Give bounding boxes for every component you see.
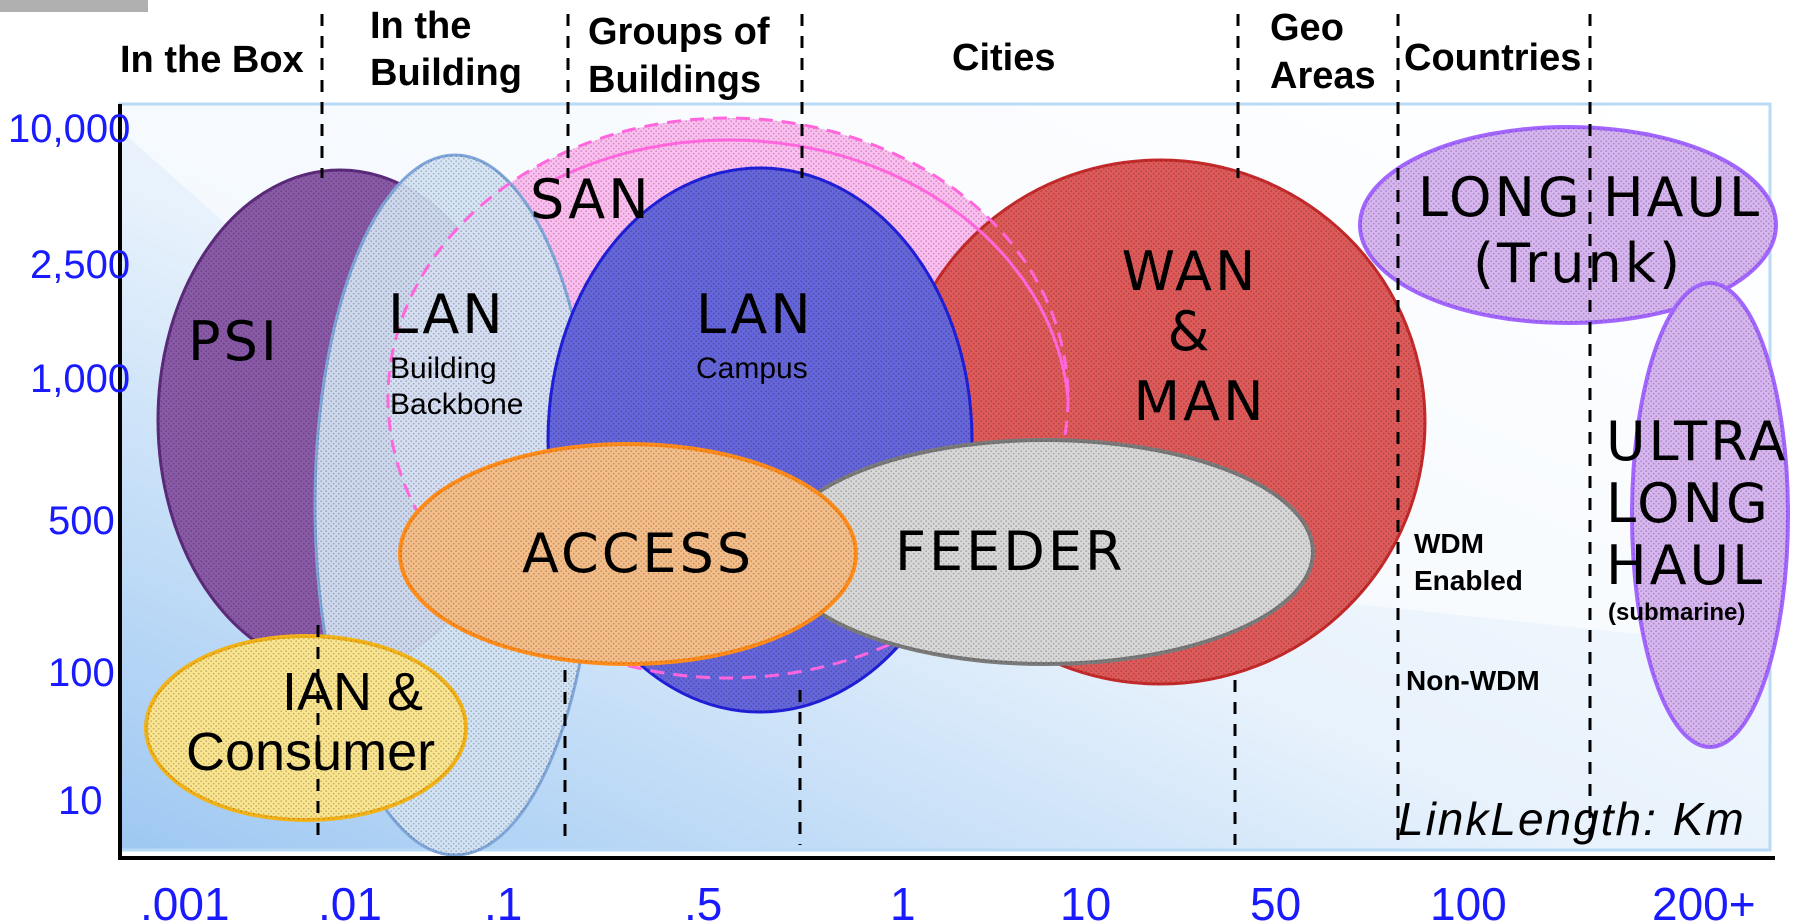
region-dividers	[316, 14, 1592, 845]
lan-campus-sub: Campus	[696, 352, 808, 385]
x-tick-001: .001	[140, 878, 230, 921]
lan-building-sub-2: Backbone	[390, 388, 523, 421]
lan-building-title: LAN	[388, 283, 506, 346]
x-tick-01: .01	[318, 878, 382, 921]
x-tick-one: 1	[890, 878, 916, 921]
x-tick-200plus: 200+	[1652, 878, 1756, 921]
y-tick-2500: 2,500	[30, 243, 130, 287]
region-geo-2: Areas	[1270, 55, 1376, 97]
ian-label-1: IAN &	[282, 662, 423, 722]
san-label: SAN	[530, 168, 652, 231]
y-tick-10: 10	[58, 779, 103, 823]
x-tick-fifty: 50	[1250, 878, 1301, 921]
x-tick-ten: 10	[1060, 878, 1111, 921]
ultra-label-2: LONG	[1606, 472, 1771, 535]
wan-label-1: WAN	[1122, 240, 1259, 303]
x-tick-hundred: 100	[1430, 878, 1507, 921]
y-tick-10000: 10,000	[8, 107, 130, 151]
x-tick-1: .1	[484, 878, 522, 921]
region-countries: Countries	[1404, 37, 1581, 79]
x-tick-5: .5	[684, 878, 722, 921]
psi-label: PSI	[188, 310, 280, 373]
y-tick-100: 100	[48, 651, 115, 695]
wdm-enabled-2: Enabled	[1414, 565, 1523, 596]
region-groups-2: Buildings	[588, 59, 761, 101]
wdm-enabled-1: WDM	[1414, 528, 1484, 559]
feeder-label: FEEDER	[895, 520, 1126, 583]
region-in-the-building-1: In the	[370, 5, 471, 47]
region-in-the-building-2: Building	[370, 52, 522, 94]
ultra-label-4: (submarine)	[1608, 599, 1745, 626]
non-wdm-note: Non-WDM	[1406, 665, 1540, 696]
san-dashed-outline	[386, 116, 1070, 680]
region-in-the-box: In the Box	[120, 39, 304, 81]
long-haul-label-2: (Trunk)	[1473, 232, 1683, 295]
corner-graphic	[0, 0, 148, 12]
y-tick-500: 500	[48, 499, 115, 543]
region-geo-1: Geo	[1270, 7, 1344, 49]
region-cities: Cities	[952, 37, 1055, 79]
wan-label-3: MAN	[1134, 370, 1267, 433]
wan-label-2: &	[1167, 300, 1212, 363]
ultra-label-1: ULTRA	[1606, 410, 1788, 473]
region-groups-1: Groups of	[588, 11, 770, 53]
ian-label-2: Consumer	[186, 722, 435, 782]
lan-building-sub-1: Building	[390, 352, 497, 385]
ultra-label-3: HAUL	[1606, 534, 1765, 597]
link-length-label: LinkLength: Km	[1398, 793, 1746, 845]
long-haul-label-1: LONG HAUL	[1418, 166, 1762, 229]
san-outline	[549, 138, 1070, 399]
access-label: ACCESS	[522, 522, 754, 585]
y-tick-1000: 1,000	[30, 357, 130, 401]
lan-campus-title: LAN	[696, 283, 814, 346]
